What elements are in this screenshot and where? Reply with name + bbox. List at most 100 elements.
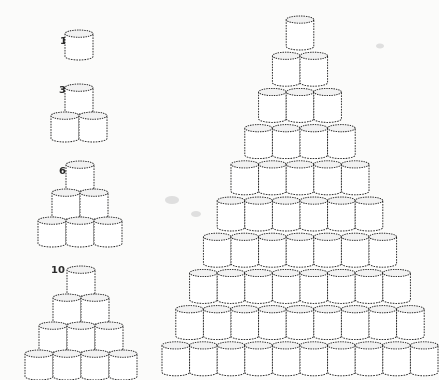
can-top <box>272 197 300 204</box>
can <box>272 125 300 159</box>
can <box>286 16 314 50</box>
can-body <box>272 201 300 231</box>
can-body <box>300 345 328 375</box>
can-body <box>341 309 369 339</box>
can-top <box>217 197 245 204</box>
can <box>53 294 81 324</box>
can-top <box>67 322 95 329</box>
can-top <box>259 233 287 240</box>
can-top <box>314 88 342 95</box>
can-body <box>272 56 300 86</box>
can-body <box>286 164 314 194</box>
can-top <box>231 161 259 168</box>
can <box>81 294 109 324</box>
can <box>355 342 383 376</box>
can-top <box>190 342 218 349</box>
can-body <box>314 237 342 267</box>
small-can-stacks <box>25 30 137 380</box>
can-body <box>245 345 273 375</box>
can-body <box>355 345 383 375</box>
can-top <box>410 342 438 349</box>
can-top <box>328 125 356 132</box>
can-top <box>66 161 94 168</box>
can <box>272 197 300 231</box>
can <box>328 342 356 376</box>
can-top <box>176 306 204 313</box>
can-top <box>272 52 300 59</box>
can <box>81 350 109 380</box>
can-body <box>369 309 397 339</box>
can-top <box>341 306 369 313</box>
can <box>245 342 273 376</box>
can <box>300 125 328 159</box>
can-top <box>286 16 314 23</box>
can-body <box>272 128 300 158</box>
can <box>286 233 314 267</box>
can-top <box>25 350 53 357</box>
can <box>355 269 383 303</box>
can-body <box>231 309 259 339</box>
can-top <box>272 269 300 276</box>
stack-label-6: 6 <box>59 166 66 177</box>
can <box>38 217 66 247</box>
can-top <box>300 269 328 276</box>
can <box>66 217 94 247</box>
can-top <box>259 161 287 168</box>
stack-label-10: 10 <box>51 265 65 276</box>
can-top <box>328 342 356 349</box>
can-top <box>66 217 94 224</box>
can <box>272 342 300 376</box>
can-top <box>53 350 81 357</box>
can-body <box>272 273 300 303</box>
can-top <box>286 233 314 240</box>
can <box>369 306 397 340</box>
can-stack-1 <box>65 30 93 60</box>
can-top <box>38 217 66 224</box>
smudge-mark <box>376 44 384 49</box>
can <box>259 88 287 122</box>
can-top <box>109 350 137 357</box>
can-body <box>328 128 356 158</box>
can-body <box>410 345 438 375</box>
can-top <box>94 217 122 224</box>
can-top <box>259 88 287 95</box>
can <box>300 269 328 303</box>
can <box>79 112 107 142</box>
can <box>217 342 245 376</box>
can-top <box>245 269 273 276</box>
can-top <box>286 161 314 168</box>
can-body <box>383 273 411 303</box>
can <box>286 306 314 340</box>
can <box>52 189 80 219</box>
can <box>51 112 79 142</box>
can-body <box>355 273 383 303</box>
can-body <box>231 237 259 267</box>
can-top <box>231 306 259 313</box>
can <box>231 161 259 195</box>
can <box>231 306 259 340</box>
can <box>66 161 94 191</box>
can-top <box>245 197 273 204</box>
can-body <box>300 56 328 86</box>
can-body <box>259 309 287 339</box>
can-body <box>314 92 342 122</box>
can-stack-10 <box>25 266 137 380</box>
can-stack-6 <box>38 161 122 247</box>
can <box>286 161 314 195</box>
can <box>272 52 300 86</box>
can <box>272 269 300 303</box>
can <box>383 342 411 376</box>
can <box>383 269 411 303</box>
can-top <box>328 197 356 204</box>
can-body <box>328 201 356 231</box>
can-body <box>259 164 287 194</box>
can <box>259 161 287 195</box>
can <box>65 30 93 60</box>
can-body <box>231 164 259 194</box>
can <box>245 197 273 231</box>
can-top <box>355 197 383 204</box>
can-body <box>190 345 218 375</box>
can-top <box>286 306 314 313</box>
